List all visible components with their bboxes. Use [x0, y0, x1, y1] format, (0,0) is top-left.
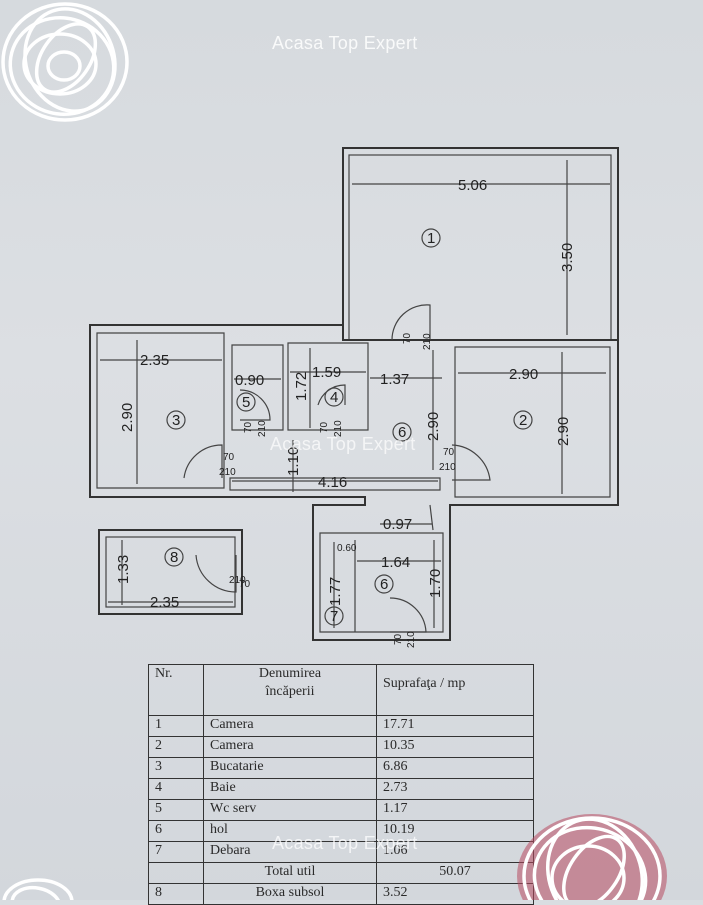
door-width-label: 70 — [319, 421, 330, 433]
table-row-extra: 8 Boxa subsol 3.52 — [148, 883, 534, 905]
total-label: Total util — [203, 862, 377, 884]
row-nr: 7 — [148, 841, 204, 863]
room-number-6: 6 — [398, 424, 406, 441]
row-name: Camera — [203, 736, 377, 758]
room-number-2: 2 — [519, 412, 527, 429]
dim-corridor-height: 1.10 — [285, 447, 302, 476]
door-height-label: 210 — [229, 575, 246, 586]
dim-hall2-height: 1.70 — [427, 569, 444, 598]
extra-name: Boxa subsol — [203, 883, 377, 905]
door-height-label: 210 — [439, 462, 456, 473]
dimension-lines — [100, 160, 610, 628]
row-nr: 6 — [148, 820, 204, 842]
room-number-5: 5 — [242, 394, 250, 411]
door-width-label: 70 — [443, 447, 455, 458]
scribble-mark-top-left — [1, 2, 129, 122]
row-area: 10.35 — [376, 736, 534, 758]
room-number-3: 3 — [172, 412, 180, 429]
row-nr: 4 — [148, 778, 204, 800]
row-nr: 2 — [148, 736, 204, 758]
door-width-label: 70 — [239, 579, 251, 590]
row-name: Camera — [203, 715, 377, 737]
dim-room2-width: 2.90 — [509, 366, 538, 383]
dim-room4-height: 1.72 — [293, 372, 310, 401]
header-name-line2: încăperii — [265, 684, 315, 699]
row-area: 6.86 — [376, 757, 534, 779]
row-name: Bucatarie — [203, 757, 377, 779]
scribble-mark-bottom-left — [2, 878, 74, 900]
room-number-7: 7 — [330, 608, 338, 625]
door-width-label: 70 — [402, 332, 413, 344]
dim-room8-width: 2.35 — [150, 594, 179, 611]
extra-nr: 8 — [148, 883, 204, 905]
door-height-label: 210 — [333, 420, 344, 437]
room-number-1: 1 — [427, 230, 435, 247]
dim-room4-width: 1.59 — [312, 364, 341, 381]
row-nr: 1 — [148, 715, 204, 737]
room-number-8: 8 — [170, 549, 178, 566]
dim-corridor-length: 4.16 — [318, 474, 347, 491]
door-swings — [183, 304, 491, 633]
row-nr: 5 — [148, 799, 204, 821]
dim-hall-height: 2.90 — [425, 412, 442, 441]
row-area: 2.73 — [376, 778, 534, 800]
table-total-row: Total util 50.07 — [148, 862, 534, 884]
room-number-4: 4 — [330, 389, 338, 406]
dim-hall2-extra: 0.60 — [337, 543, 357, 554]
plan-walls — [89, 147, 619, 641]
door-height-label: 210 — [406, 631, 417, 648]
door-height-label: 210 — [422, 333, 433, 350]
door-width-label: 70 — [243, 421, 254, 433]
watermark-bottom: Acasa Top Expert — [272, 833, 418, 853]
dim-room3-width: 2.35 — [140, 352, 169, 369]
door-height-label: 210 — [219, 467, 236, 478]
dim-room1-height: 3.50 — [559, 243, 576, 272]
door-width-label: 70 — [223, 452, 235, 463]
dim-room3-height: 2.90 — [119, 403, 136, 432]
row-name: Wc serv — [203, 799, 377, 821]
dim-room1-width: 5.06 — [458, 177, 487, 194]
dim-hall2-width: 1.64 — [381, 554, 410, 571]
total-spacer — [148, 862, 204, 884]
header-nr: Nr. — [148, 664, 204, 716]
watermark-middle: Acasa Top Expert — [270, 434, 416, 454]
dim-room5-width: 0.90 — [235, 372, 264, 389]
dim-passage-width: 0.97 — [383, 516, 412, 533]
room-number-6b: 6 — [380, 576, 388, 593]
header-area: Suprafaţa / mp — [376, 664, 534, 716]
row-nr: 3 — [148, 757, 204, 779]
rooms-table: Nr. Denumirea încăperii Suprafaţa / mp 1… — [148, 664, 534, 905]
door-height-label: 210 — [257, 420, 268, 437]
dim-hall-width: 1.37 — [380, 371, 409, 388]
row-area: 17.71 — [376, 715, 534, 737]
room-markers: 1 2 3 4 5 6 6 7 8 — [164, 228, 533, 626]
header-name: Denumirea încăperii — [203, 664, 377, 716]
dim-room2-height: 2.90 — [555, 417, 572, 446]
row-name: Baie — [203, 778, 377, 800]
dim-room8-height: 1.33 — [115, 555, 132, 584]
table-header-row: Nr. Denumirea încăperii Suprafaţa / mp — [148, 664, 534, 716]
header-name-line1: Denumirea — [258, 666, 322, 681]
scribble-mark-bottom-right — [517, 814, 667, 900]
watermark-top: Acasa Top Expert — [272, 33, 418, 53]
dim-room7-height: 1.77 — [327, 577, 344, 606]
door-width-label: 70 — [393, 633, 404, 645]
